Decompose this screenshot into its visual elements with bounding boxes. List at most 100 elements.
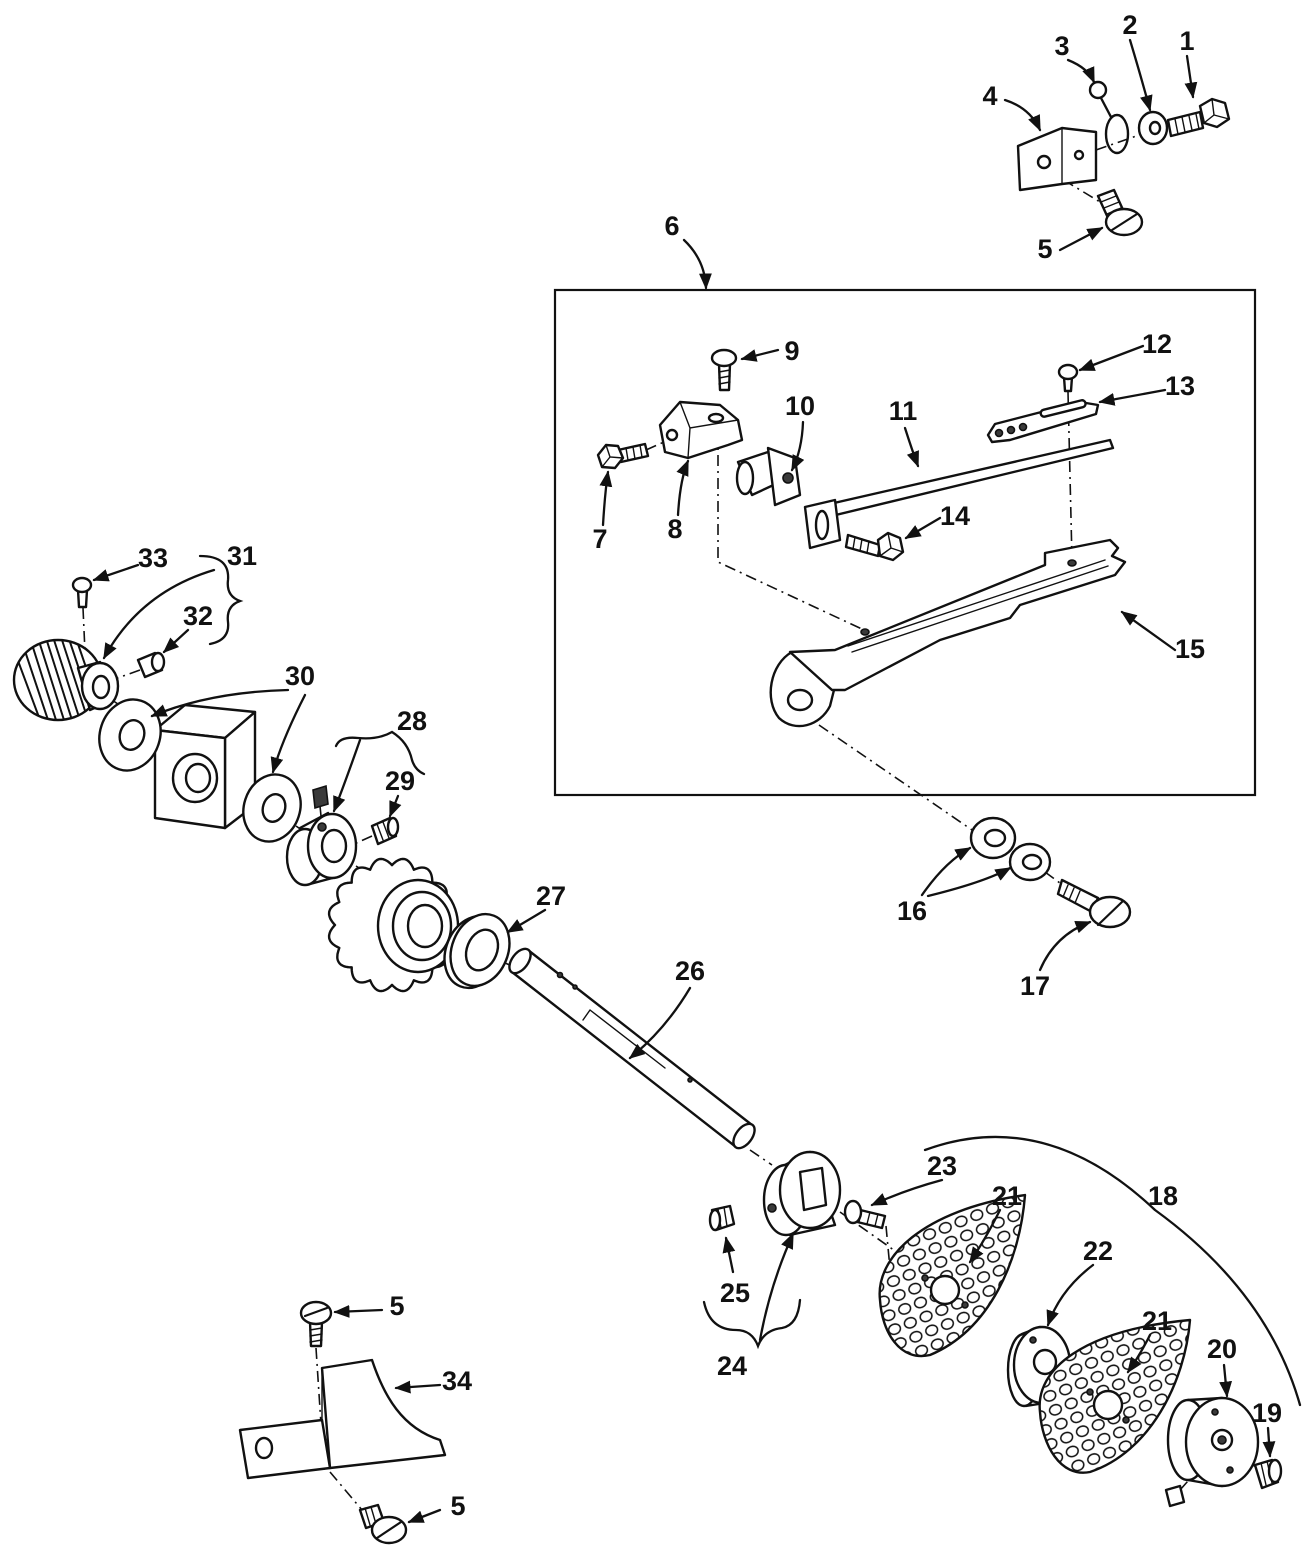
leader-13 — [1098, 388, 1167, 406]
washer-hole — [118, 719, 146, 751]
callout-23: 23 — [927, 1151, 957, 1181]
callout-1: 1 — [1179, 26, 1194, 56]
callout-33: 33 — [138, 543, 168, 573]
leader-28 — [332, 738, 362, 813]
leader-24 — [758, 1232, 795, 1342]
axis-main-shaft-f — [749, 1149, 773, 1166]
callout-13: 13 — [1165, 371, 1195, 401]
washers-part-16 — [969, 816, 1052, 882]
leader-31 — [102, 568, 216, 660]
leader-30a — [150, 688, 290, 718]
washer-hole — [261, 793, 287, 823]
collar-top-set-screw — [312, 784, 329, 810]
ring-eye — [1088, 80, 1108, 100]
brace-part-31 — [198, 554, 244, 646]
leader-32 — [162, 628, 190, 654]
leader-arrows — [92, 38, 1276, 1524]
leader-5-top — [1058, 226, 1104, 252]
set-screw-end — [150, 651, 166, 673]
leader-25 — [722, 1236, 736, 1274]
hex-screw-part-14 — [844, 531, 905, 562]
screw-head — [710, 348, 738, 368]
leader-9 — [740, 348, 780, 362]
callout-8: 8 — [667, 514, 682, 544]
block-top-hole — [707, 412, 725, 424]
slotted-screw-part-5-top — [1096, 188, 1144, 237]
callout-31: 31 — [227, 541, 257, 571]
callout-26: 26 — [675, 956, 705, 986]
callout-21-upper: 21 — [992, 1181, 1022, 1211]
callout-2: 2 — [1122, 10, 1137, 40]
screw-part-12 — [1057, 363, 1079, 393]
slotted-screw-part-5-left-lower — [358, 1503, 408, 1545]
shaft-hole — [687, 1077, 693, 1083]
perforated-disc-part-21-lower — [1038, 1318, 1192, 1474]
gear-bore — [91, 674, 111, 700]
axis-left-screw-lower — [329, 1471, 363, 1511]
callout-10: 10 — [785, 391, 815, 421]
washer-part-27 — [443, 912, 511, 990]
screw-threads — [309, 1327, 323, 1343]
screw-head — [1057, 363, 1079, 381]
set-screw-part-32 — [136, 651, 166, 679]
callout-27: 27 — [536, 881, 566, 911]
callout-14: 14 — [940, 501, 970, 531]
leader-26 — [628, 986, 692, 1060]
leader-5-left-lower — [407, 1508, 442, 1524]
callout-22: 22 — [1083, 1236, 1113, 1266]
leader-4 — [1003, 98, 1042, 132]
bracket-flange-hole — [254, 1436, 274, 1460]
callout-30: 30 — [285, 661, 315, 691]
shaft-end-right — [732, 1122, 756, 1150]
washer-hole — [983, 828, 1007, 848]
callout-9: 9 — [784, 336, 799, 366]
shaft-flat — [582, 1009, 666, 1069]
leader-16b — [926, 866, 1012, 898]
disc-pin-hole — [1122, 1416, 1130, 1424]
washers-part-30 — [98, 698, 302, 843]
spring-ring-part-3 — [1088, 80, 1130, 155]
washer-hole — [1021, 853, 1043, 871]
hub-bore-inner — [1217, 1435, 1227, 1445]
collar-part-28 — [285, 784, 358, 887]
disc-center-hole — [929, 1274, 961, 1306]
callout-5-left-lower: 5 — [450, 1491, 465, 1521]
callout-4: 4 — [982, 81, 997, 111]
callout-21-lower: 21 — [1142, 1306, 1172, 1336]
hex-screw-part-7 — [596, 442, 650, 470]
leader-21-upper — [968, 1208, 1002, 1264]
screw-threads — [852, 536, 870, 554]
callout-16: 16 — [897, 896, 927, 926]
callout-18: 18 — [1148, 1181, 1178, 1211]
ring-loop — [1104, 113, 1130, 155]
block-edges — [679, 401, 739, 459]
leader-33 — [92, 563, 140, 582]
leader-2 — [1128, 38, 1153, 112]
screw-part-23 — [843, 1199, 887, 1230]
bar-end-slot — [814, 509, 830, 541]
leader-10 — [790, 420, 805, 472]
axis-washers-to-screw-17 — [1044, 871, 1065, 887]
set-screw-part-25 — [708, 1204, 736, 1232]
screw-part-9 — [710, 348, 738, 392]
leader-1 — [1184, 54, 1198, 99]
set-screw-part-19 — [1253, 1458, 1283, 1490]
bracket-hole-large — [1036, 154, 1052, 170]
shaft-end-left — [508, 947, 532, 975]
plate-part-15 — [769, 538, 1127, 728]
washer-hole — [1148, 120, 1162, 136]
axis-screw-33 — [82, 607, 86, 653]
callout-3: 3 — [1054, 31, 1069, 61]
screw-threads — [718, 369, 731, 385]
screw-threads — [625, 444, 643, 461]
assembly-frame-part-6 — [553, 288, 1257, 797]
lever-bar-part-11 — [803, 438, 1115, 550]
shaft-hole — [572, 984, 578, 990]
brace-part-28 — [334, 730, 426, 776]
callout-32: 32 — [183, 601, 213, 631]
screw-slot — [303, 1306, 329, 1318]
leader-6 — [682, 238, 712, 290]
bracket-upright — [320, 1358, 447, 1470]
bracket-part-34 — [238, 1358, 447, 1480]
